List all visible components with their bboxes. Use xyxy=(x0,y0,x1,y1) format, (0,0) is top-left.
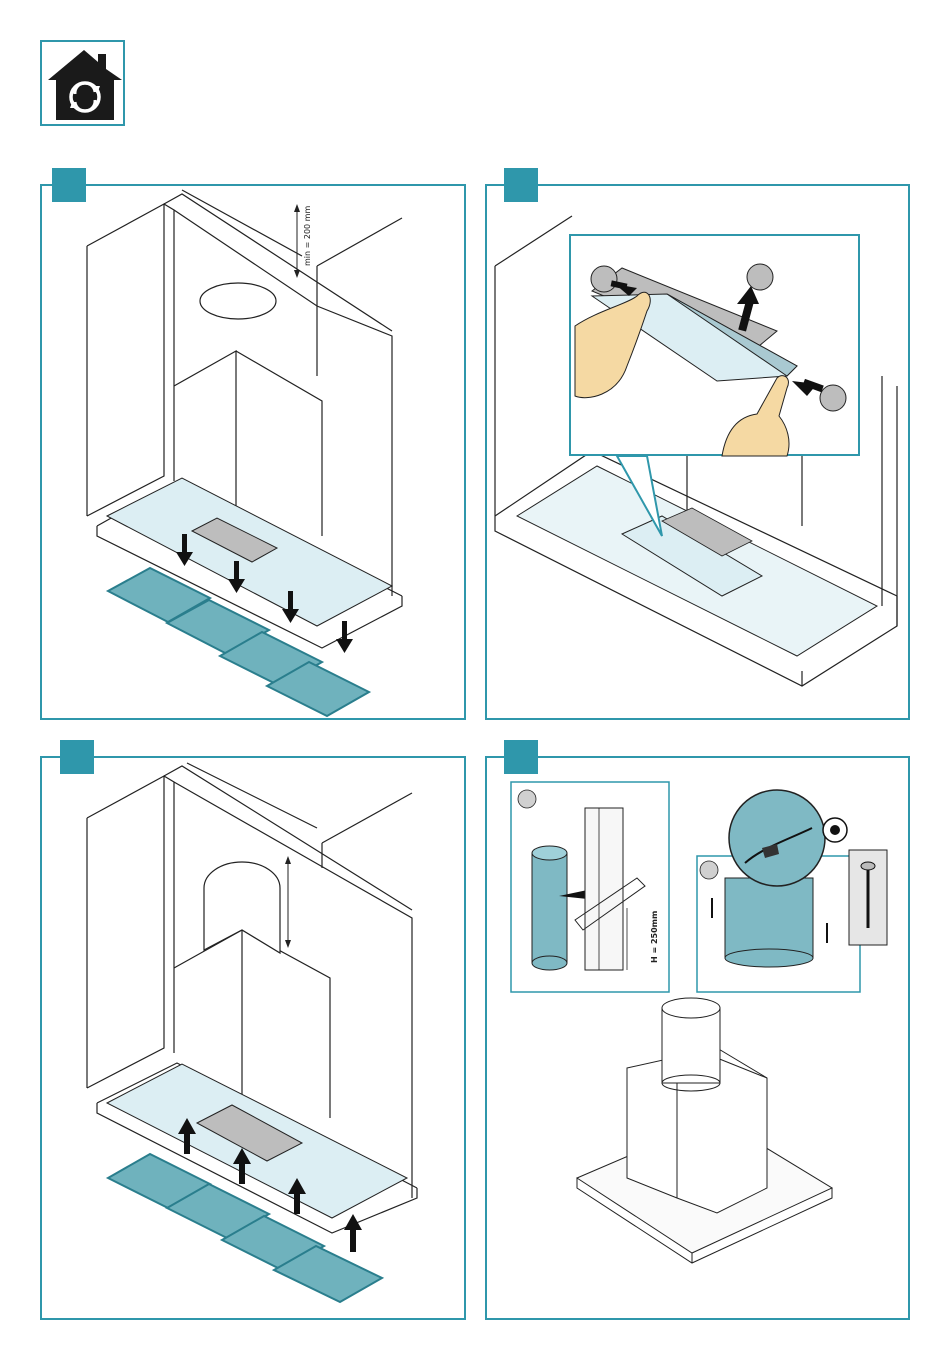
zoom-circle xyxy=(729,790,825,886)
step-1-tab xyxy=(52,168,86,202)
step-3-illustration xyxy=(42,758,468,1322)
house-recirculation-icon xyxy=(42,42,127,128)
step-4-illustration: H = 250mm xyxy=(487,758,912,1322)
step-1-illustration: min = 200 mm xyxy=(42,186,468,722)
step-1-panel: min = 200 mm xyxy=(40,184,466,720)
step-4-tab xyxy=(504,740,538,774)
callout-circle xyxy=(747,264,773,290)
house-recirculation-icon-box xyxy=(40,40,125,126)
callout-circle xyxy=(591,266,617,292)
step-3-panel xyxy=(40,756,466,1320)
callout-circle xyxy=(518,790,536,808)
dimension-label: min = 200 mm xyxy=(303,206,312,266)
step-2-tab xyxy=(504,168,538,202)
step-2-panel xyxy=(485,184,910,720)
step-3-tab xyxy=(60,740,94,774)
dimension-label: H = 250mm xyxy=(650,911,659,963)
step-4-panel: H = 250mm xyxy=(485,756,910,1320)
step-2-illustration xyxy=(487,186,912,722)
callout-circle xyxy=(820,385,846,411)
callout-circle xyxy=(700,861,718,879)
